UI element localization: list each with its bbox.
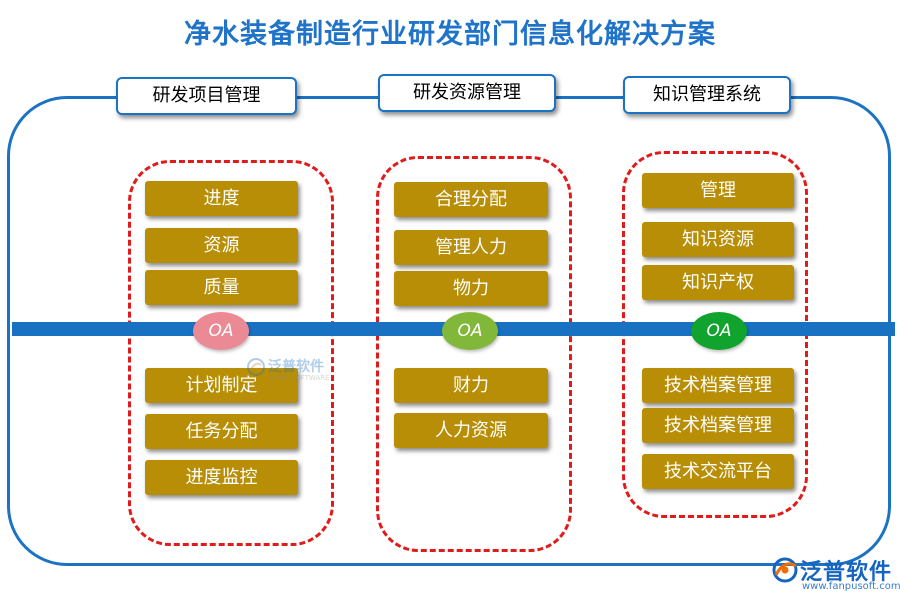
column-3-header: 知识管理系统 bbox=[623, 76, 791, 114]
column-1-oa-node: OA bbox=[193, 312, 249, 350]
column-1-item-planning: 计划制定 bbox=[145, 368, 298, 403]
column-1-header: 研发项目管理 bbox=[116, 77, 297, 115]
column-2-item-allocation: 合理分配 bbox=[394, 182, 548, 217]
column-1-item-quality: 质量 bbox=[145, 270, 298, 305]
column-1-dashed-group bbox=[128, 160, 334, 546]
column-2-item-finance: 财力 bbox=[394, 368, 548, 403]
column-1-item-progress-monitoring: 进度监控 bbox=[145, 460, 298, 495]
column-1-item-resources: 资源 bbox=[145, 228, 298, 263]
brand-url[interactable]: www.fanpusoft.com bbox=[802, 581, 900, 592]
fanpu-logo-icon bbox=[772, 557, 798, 583]
column-1-item-task-assignment: 任务分配 bbox=[145, 414, 298, 449]
column-2-item-manpower: 管理人力 bbox=[394, 230, 548, 265]
column-3-item-tech-archives-1: 技术档案管理 bbox=[642, 368, 794, 403]
column-3-item-management: 管理 bbox=[642, 173, 794, 208]
column-3-item-ip: 知识产权 bbox=[642, 265, 794, 300]
column-2-oa-node: OA bbox=[442, 312, 498, 350]
column-3-item-tech-archives-2: 技术档案管理 bbox=[642, 408, 794, 443]
column-1-item-progress: 进度 bbox=[145, 181, 298, 216]
column-3-item-knowledge-resources: 知识资源 bbox=[642, 222, 794, 257]
watermark-logo-icon bbox=[247, 358, 265, 376]
watermark-subtext: FANPUSOFTWARE bbox=[268, 374, 330, 382]
brand-logo: 泛普软件 www.fanpusoft.com bbox=[770, 552, 900, 598]
watermark: 泛普软件 FANPUSOFTWARE bbox=[246, 357, 330, 382]
column-3-item-tech-exchange: 技术交流平台 bbox=[642, 454, 794, 489]
column-2-item-human-resources: 人力资源 bbox=[394, 413, 548, 448]
brand-name: 泛普软件 bbox=[800, 560, 893, 585]
column-2-header: 研发资源管理 bbox=[378, 74, 556, 112]
column-2-item-materials: 物力 bbox=[394, 271, 548, 306]
column-3-oa-node: OA bbox=[691, 312, 747, 350]
diagram-title: 净水装备制造行业研发部门信息化解决方案 bbox=[184, 19, 716, 50]
watermark-text: 泛普软件 bbox=[268, 359, 324, 375]
column-2-dashed-group bbox=[376, 156, 572, 552]
